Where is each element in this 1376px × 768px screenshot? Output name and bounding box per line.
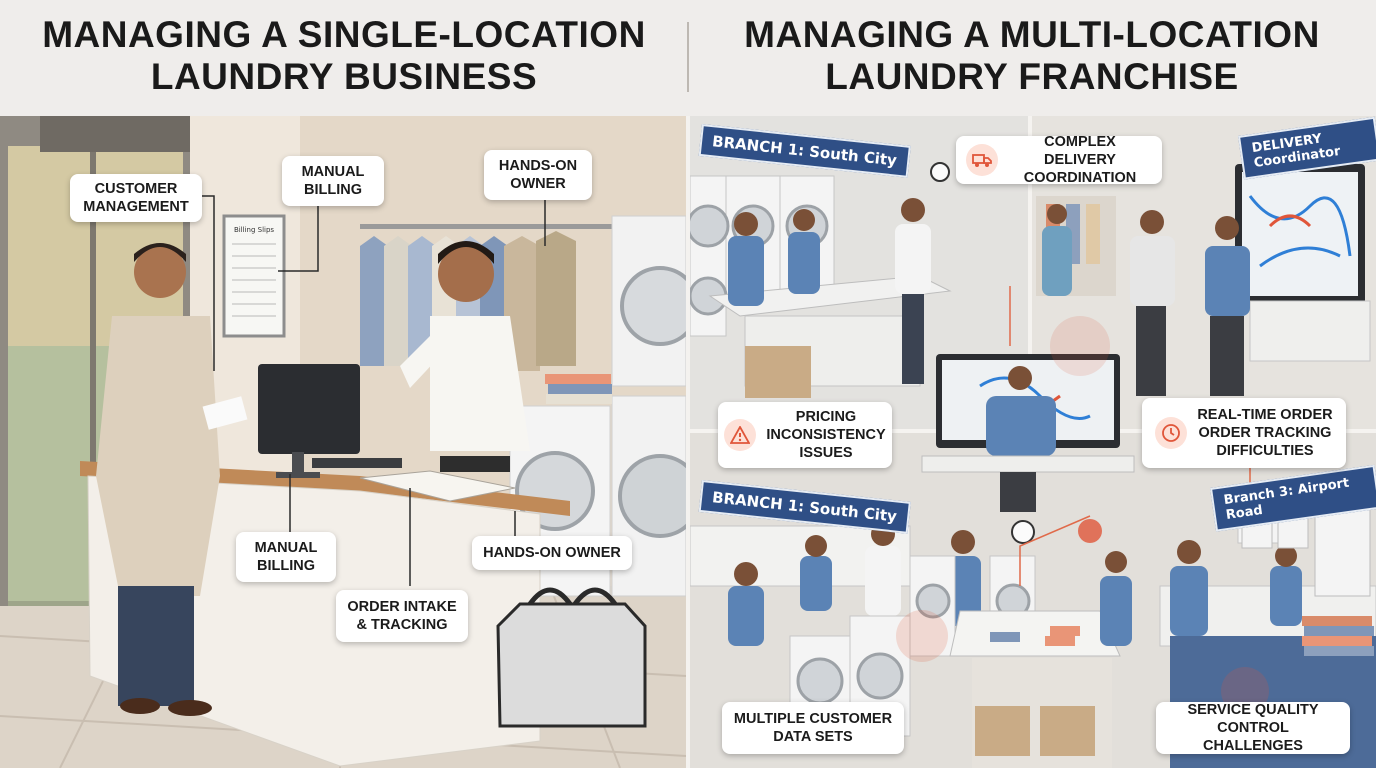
header-divider: [687, 22, 689, 92]
customer-management-label: CUSTOMER MANAGEMENT: [70, 174, 202, 222]
pricing-inconsistency-label: PRICING INCONSISTENCY ISSUES: [718, 402, 892, 468]
service-quality-label: SERVICE QUALITY CONTROL CHALLENGES: [1156, 702, 1350, 754]
left-title: MANAGING A SINGLE-LOCATION LAUNDRY BUSIN…: [42, 14, 646, 97]
multi-location-panel: BRANCH 1: South City DELIVERY Coordinato…: [690, 116, 1376, 768]
multiple-customer-data-label: MULTIPLE CUSTOMER DATA SETS: [722, 702, 904, 754]
real-time-tracking-label: REAL-TIME ORDER ORDER TRACKING DIFFICULT…: [1142, 398, 1346, 468]
manual-billing-top-label: MANUAL BILLING: [282, 156, 384, 206]
delivery-truck-icon: [966, 144, 998, 176]
order-intake-label: ORDER INTAKE & TRACKING: [336, 590, 468, 642]
single-location-panel: Billing Slips: [0, 116, 686, 768]
customer-figure: [96, 243, 248, 716]
panel-divider: [686, 116, 690, 768]
hands-on-owner-bottom-label: HANDS-ON OWNER: [472, 536, 632, 570]
manual-billing-bottom-label: MANUAL BILLING: [236, 532, 336, 582]
complex-delivery-label: COMPLEX DELIVERY COORDINATION: [956, 134, 1162, 186]
hands-on-owner-top-label: HANDS-ON OWNER: [484, 150, 592, 200]
connector-line: [278, 206, 319, 272]
billing-slips-sign: Billing Slips: [234, 226, 274, 234]
warning-triangle-icon: [724, 419, 757, 451]
clock-icon: [1155, 417, 1188, 449]
header: MANAGING A SINGLE-LOCATION LAUNDRY BUSIN…: [0, 0, 1376, 116]
owner-figure: [400, 241, 530, 472]
right-title: MANAGING A MULTI-LOCATION LAUNDRY FRANCH…: [744, 14, 1320, 97]
connector-line: [202, 195, 215, 371]
